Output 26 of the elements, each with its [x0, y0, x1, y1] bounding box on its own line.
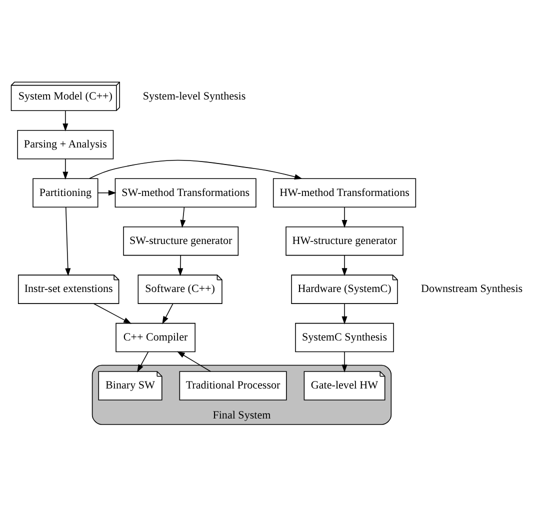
arrow: [178, 254, 184, 276]
arrow: [62, 110, 68, 131]
node-box: SystemC Synthesis: [295, 322, 394, 352]
arrow: [342, 206, 348, 228]
label: System-level Synthesis: [142, 90, 246, 102]
node-box: HW-method Transformations: [272, 178, 416, 207]
arrow: [342, 350, 348, 372]
node-box: C++ Compiler: [116, 322, 196, 352]
label: Downstream Synthesis: [421, 282, 523, 295]
node-box: Parsing + Analysis: [17, 130, 114, 159]
arrow: [137, 350, 149, 372]
arrow: [180, 206, 186, 228]
arrow: [89, 159, 302, 179]
node-box: SW-structure generator: [123, 226, 239, 256]
arrow: [98, 190, 116, 196]
arrow: [65, 206, 71, 276]
node-box: Partitioning: [32, 178, 98, 207]
arrow: [162, 302, 174, 324]
arrow: [176, 350, 212, 372]
arrow: [342, 254, 348, 276]
node-box: SW-method Transformations: [114, 178, 256, 207]
arrow: [93, 302, 132, 324]
node-box: Traditional Processor: [179, 370, 287, 400]
arrow: [342, 302, 348, 324]
arrow: [62, 158, 68, 180]
node-box: HW-structure generator: [286, 226, 404, 256]
